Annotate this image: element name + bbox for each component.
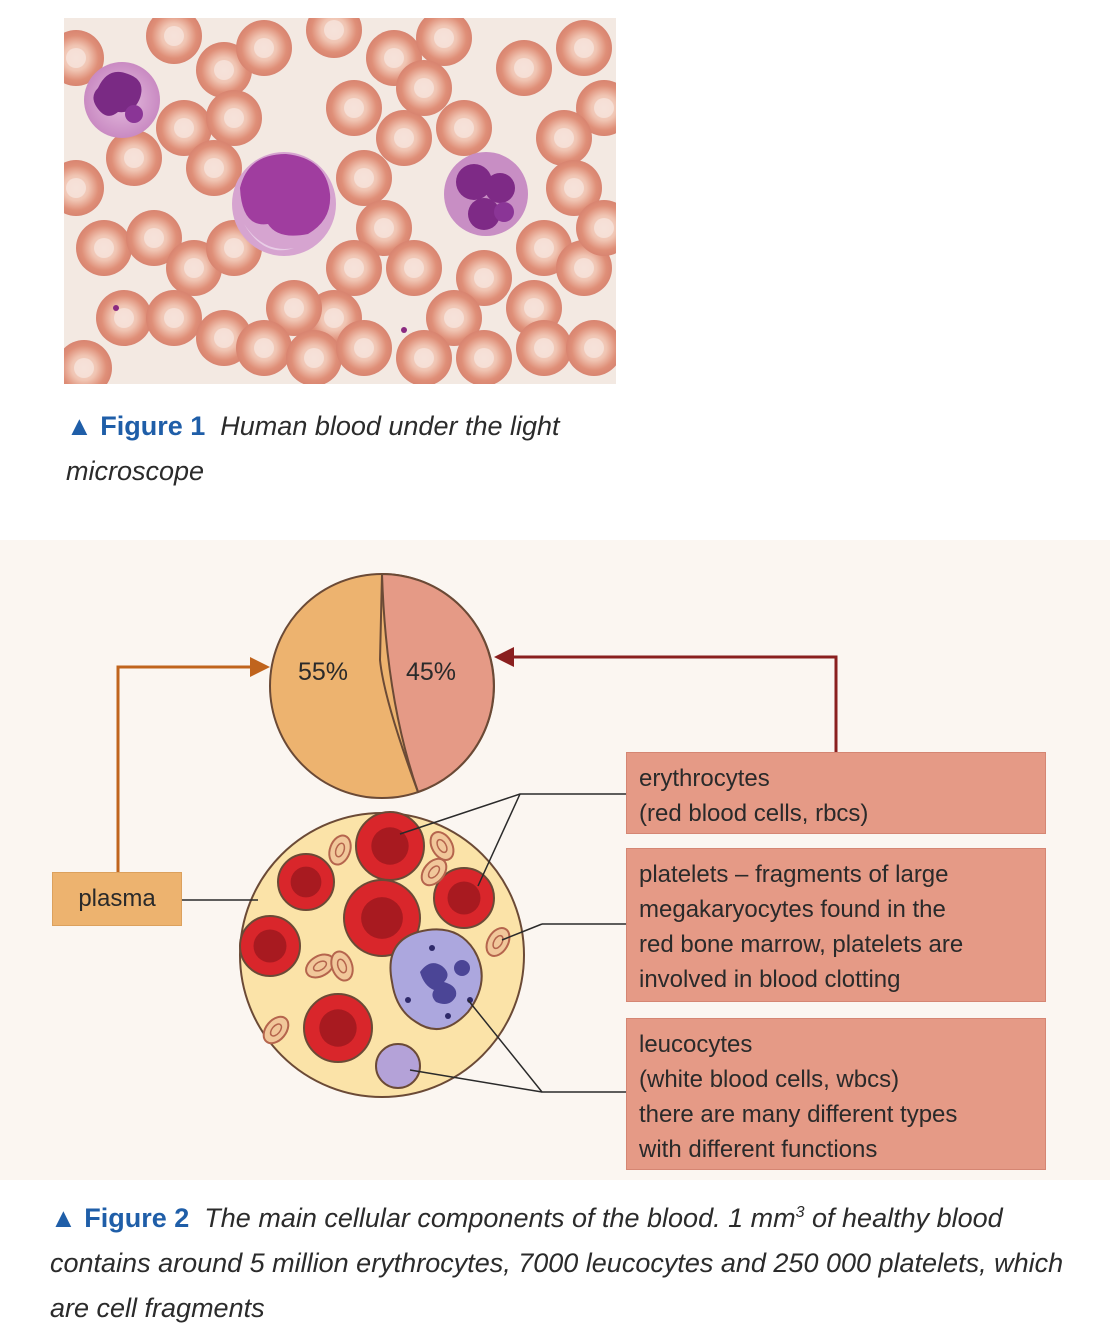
- plasma-label-box: plasma: [52, 872, 182, 926]
- blood-sample-circle: [240, 812, 524, 1097]
- caption-triangle-icon: ▲: [66, 411, 93, 441]
- red-blood-cell: [146, 290, 202, 346]
- platelets-line-1: platelets – fragments of large: [639, 857, 1033, 892]
- figure2-caption: ▲ Figure 2 The main cellular components …: [50, 1190, 1090, 1331]
- neutrophil-left: [84, 62, 160, 138]
- cells-percent-label: 45%: [406, 658, 456, 687]
- red-blood-cell: [326, 80, 382, 136]
- leucocytes-line-4: with different functions: [639, 1132, 1033, 1167]
- erythrocytes-title: erythrocytes: [639, 761, 1033, 796]
- caption-triangle-icon: ▲: [50, 1203, 77, 1233]
- erythrocyte-cell: [356, 812, 424, 880]
- platelets-line-4: involved in blood clotting: [639, 962, 1033, 997]
- red-blood-cell: [106, 130, 162, 186]
- red-blood-cell: [336, 150, 392, 206]
- red-blood-cell: [286, 330, 342, 384]
- red-blood-cell: [236, 320, 292, 376]
- figure2-label: Figure 2: [84, 1203, 189, 1233]
- leucocytes-title: leucocytes: [639, 1027, 1033, 1062]
- leucocytes-line-3: there are many different types: [639, 1097, 1033, 1132]
- red-blood-cell: [456, 330, 512, 384]
- red-blood-cell: [436, 100, 492, 156]
- plasma-label: plasma: [78, 885, 155, 912]
- leucocytes-label-box: leucocytes (white blood cells, wbcs) the…: [626, 1018, 1046, 1170]
- erythrocyte-cell: [240, 916, 300, 976]
- figure2-caption-superscript: 3: [796, 1204, 805, 1221]
- red-blood-cell: [496, 40, 552, 96]
- red-blood-cell: [556, 20, 612, 76]
- platelets-line-3: red bone marrow, platelets are: [639, 927, 1033, 962]
- red-blood-cell: [326, 240, 382, 296]
- leucocytes-line-2: (white blood cells, wbcs): [639, 1062, 1033, 1097]
- small-leucocyte-cell: [376, 1044, 420, 1088]
- red-blood-cell: [96, 290, 152, 346]
- red-blood-cell: [516, 320, 572, 376]
- erythrocytes-label-box: erythrocytes (red blood cells, rbcs): [626, 752, 1046, 834]
- red-blood-cell: [376, 110, 432, 166]
- red-blood-cell: [396, 60, 452, 116]
- red-blood-cell: [386, 240, 442, 296]
- red-blood-cell: [206, 90, 262, 146]
- red-blood-cell: [186, 140, 242, 196]
- figure1-label: Figure 1: [100, 411, 205, 441]
- red-blood-cell: [336, 320, 392, 376]
- plasma-percent-label: 55%: [298, 658, 348, 687]
- erythrocyte-cell: [278, 854, 334, 910]
- red-blood-cell: [396, 330, 452, 384]
- neutrophil-right: [444, 152, 528, 236]
- figure1-caption: ▲ Figure 1 Human blood under the light m…: [66, 404, 626, 494]
- figure2-caption-text-1: The main cellular components of the bloo…: [204, 1203, 795, 1233]
- erythrocyte-cell: [304, 994, 372, 1062]
- erythrocytes-desc: (red blood cells, rbcs): [639, 796, 1033, 831]
- platelets-label-box: platelets – fragments of large megakaryo…: [626, 848, 1046, 1002]
- red-blood-cell: [536, 110, 592, 166]
- red-blood-cell: [236, 20, 292, 76]
- lymphocyte-center: [232, 152, 336, 256]
- platelets-line-2: megakaryocytes found in the: [639, 892, 1033, 927]
- red-blood-cell: [76, 220, 132, 276]
- blood-micrograph-image: [64, 18, 616, 384]
